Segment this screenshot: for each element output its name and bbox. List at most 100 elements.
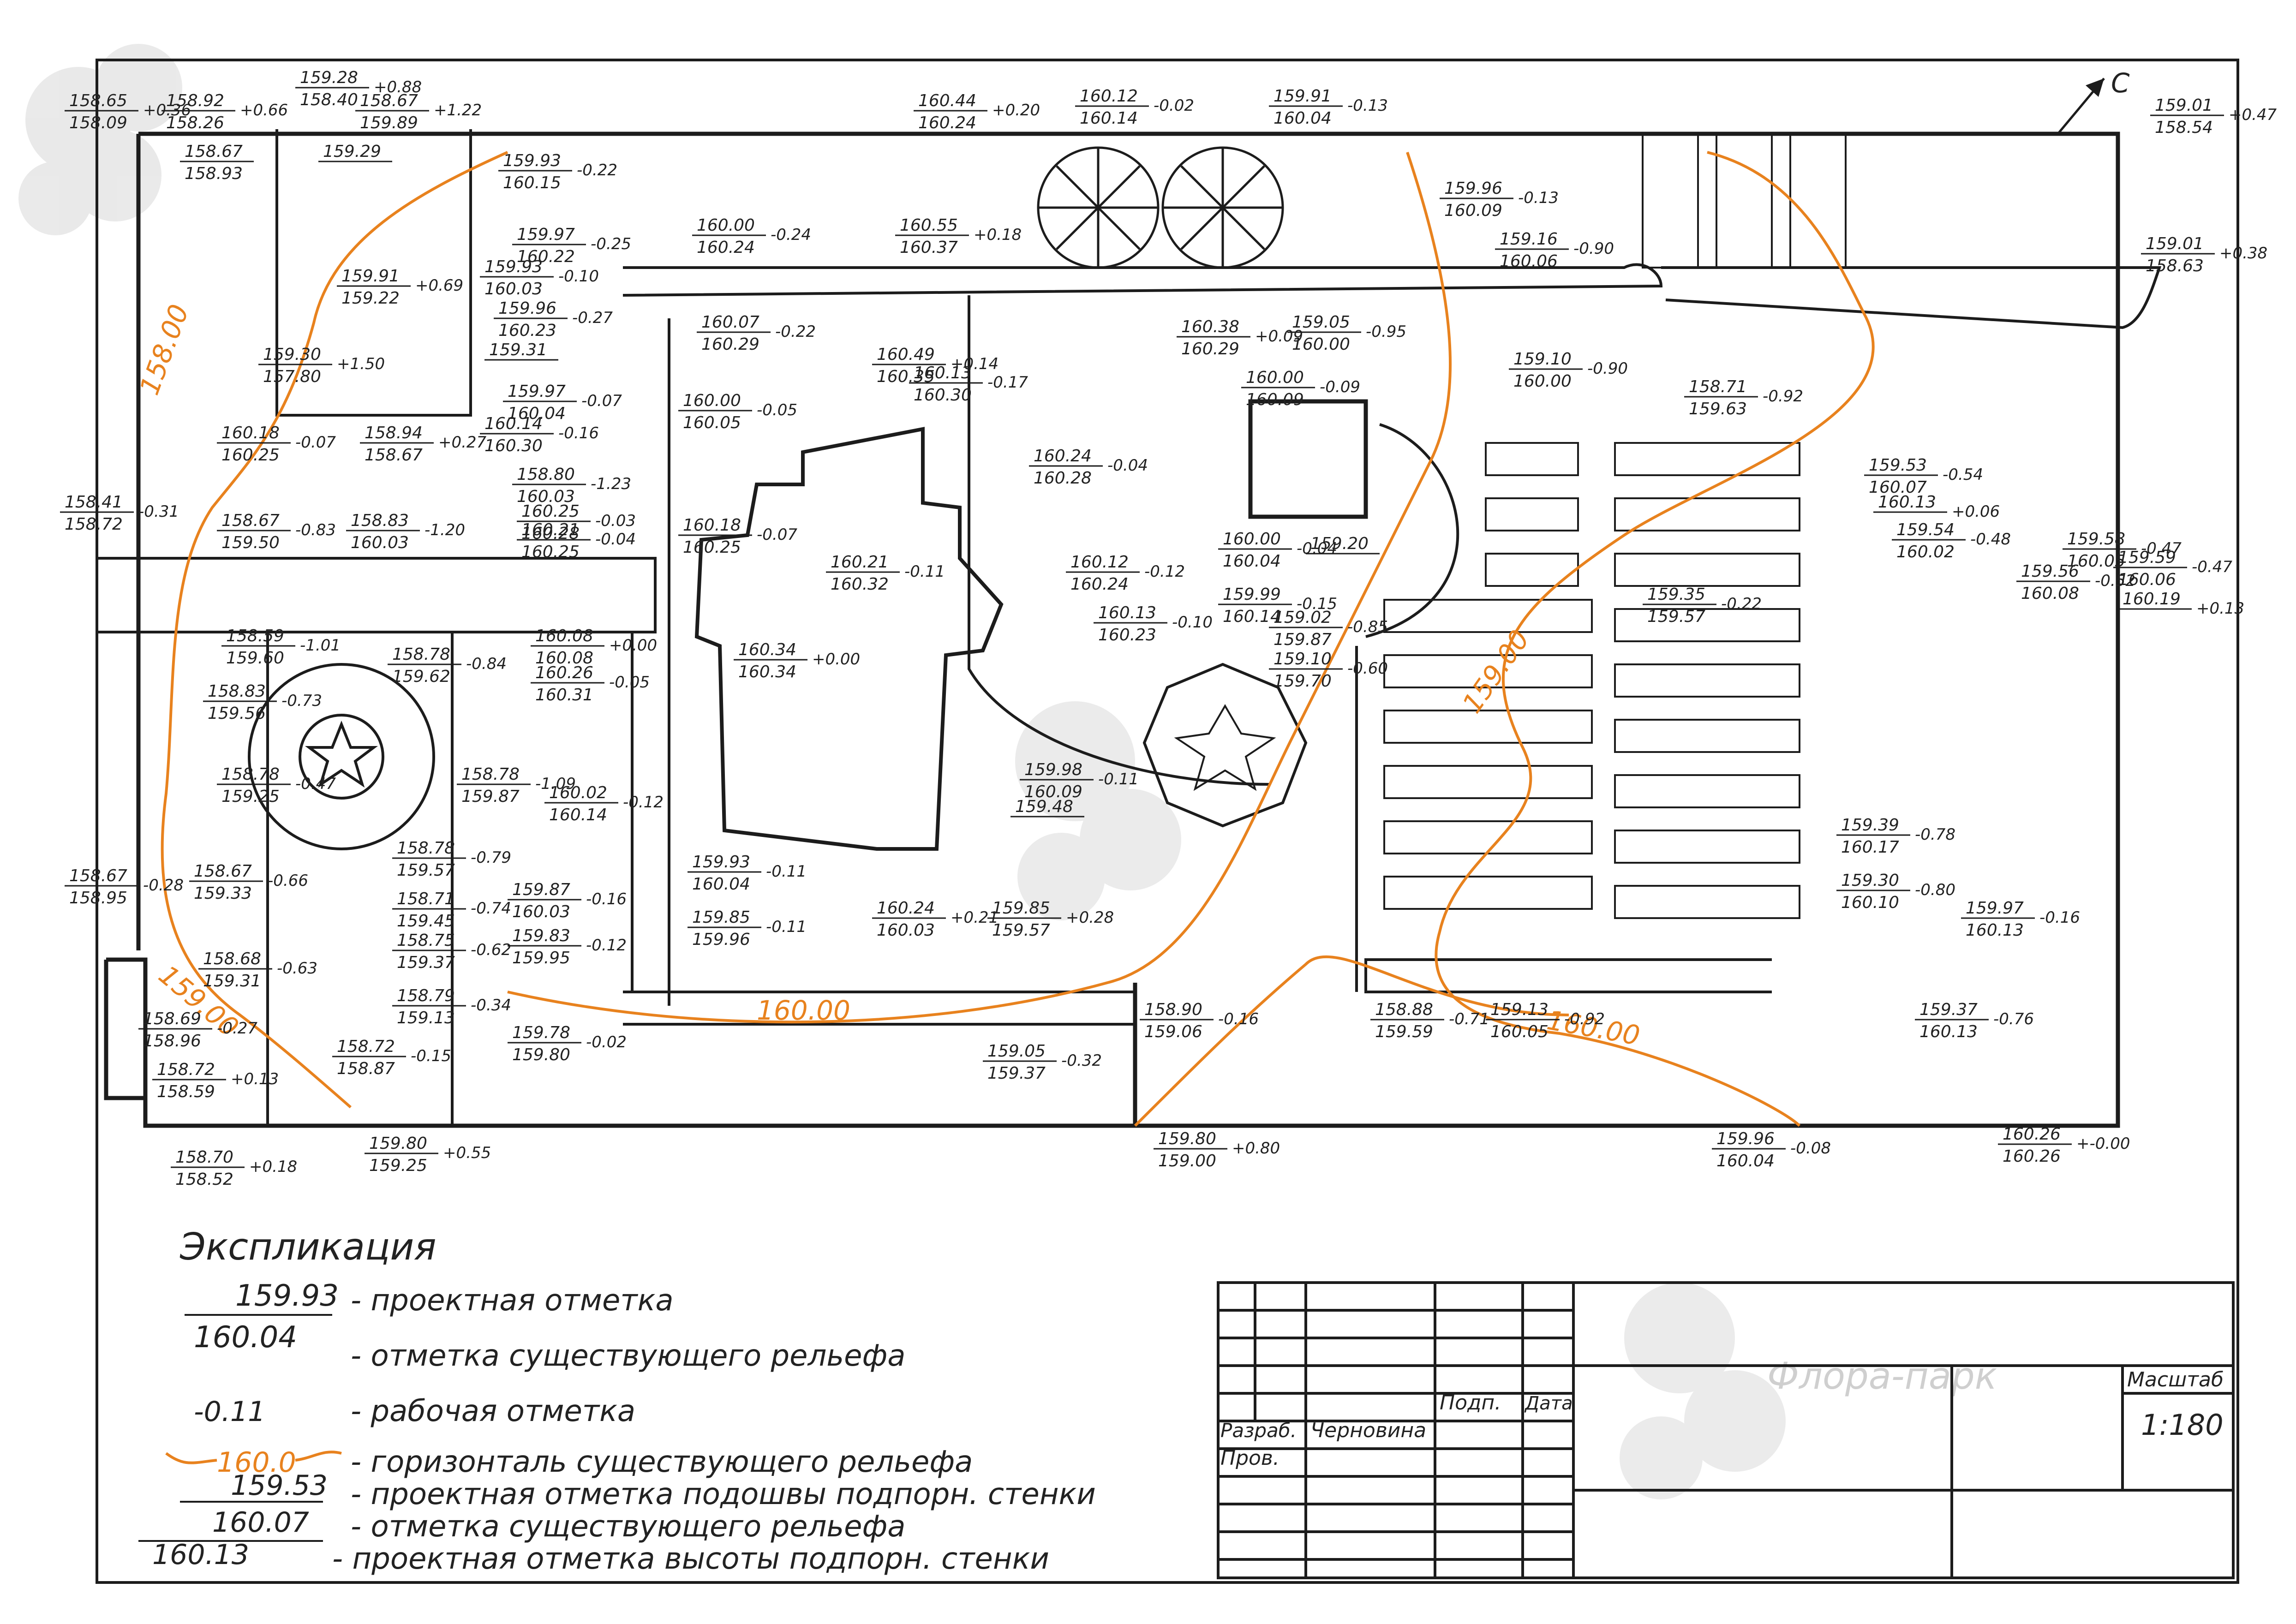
legend-sample: 160.13	[152, 1539, 249, 1571]
north-arrow-icon	[2057, 78, 2105, 135]
working-elevation: -0.05	[757, 401, 797, 419]
working-elevation: -0.90	[1573, 239, 1614, 258]
design-elevation: 159.01	[2155, 96, 2213, 115]
working-elevation: +0.55	[443, 1144, 491, 1162]
legend-item: - проектная отметка подошвы подпорн. сте…	[351, 1477, 1096, 1511]
design-elevation: 159.93	[503, 151, 561, 170]
existing-elevation: 160.29	[1181, 340, 1239, 358]
existing-elevation: 159.62	[392, 667, 450, 686]
design-elevation: 160.00	[683, 391, 741, 410]
design-elevation: 159.13	[1490, 1000, 1549, 1019]
existing-elevation: 160.37	[900, 238, 958, 257]
working-elevation: -0.27	[217, 1019, 257, 1038]
existing-elevation: 159.89	[360, 113, 418, 132]
contour-label: 158.00	[133, 300, 195, 399]
legend-contour-sample	[165, 1451, 342, 1464]
working-elevation: +0.38	[2219, 244, 2267, 263]
working-elevation: -0.07	[295, 433, 336, 452]
working-elevation: -0.78	[1915, 825, 1955, 844]
existing-elevation: 160.10	[1841, 893, 1899, 912]
existing-elevation: 160.28	[1034, 469, 1092, 488]
design-elevation: 159.37	[1919, 1000, 1978, 1019]
existing-elevation: 160.05	[1490, 1022, 1549, 1041]
existing-elevation: 159.22	[341, 289, 400, 308]
working-elevation: -0.85	[1347, 618, 1388, 636]
star-icon	[1174, 704, 1276, 791]
design-elevation: 158.67	[69, 866, 127, 885]
existing-elevation: 160.14	[549, 806, 607, 824]
working-elevation: +0.18	[249, 1158, 297, 1176]
design-elevation: 160.21	[831, 553, 889, 572]
design-elevation: 159.83	[512, 926, 570, 945]
design-elevation: 160.24	[1034, 447, 1092, 466]
design-elevation: 160.21	[521, 520, 580, 539]
working-elevation: -0.84	[466, 655, 507, 673]
design-elevation: 159.10	[1513, 350, 1572, 369]
house	[694, 427, 1004, 851]
design-elevation: 159.31	[489, 340, 547, 359]
existing-elevation: 159.59	[1375, 1022, 1433, 1041]
existing-elevation: 159.60	[226, 649, 284, 668]
design-elevation: 159.93	[692, 853, 750, 872]
existing-elevation: 160.06	[1500, 252, 1558, 271]
existing-elevation: 160.15	[503, 173, 561, 192]
working-elevation: +0.00	[812, 650, 860, 669]
existing-elevation: 159.37	[987, 1064, 1046, 1083]
design-elevation: 159.97	[1966, 899, 2024, 918]
working-elevation: -0.09	[1320, 378, 1360, 396]
existing-elevation: 159.06	[1144, 1022, 1202, 1041]
existing-elevation: 160.23	[498, 321, 556, 340]
working-elevation: -0.66	[268, 872, 308, 890]
umbrella-icon	[1037, 146, 1284, 269]
existing-elevation: 160.09	[1024, 782, 1082, 801]
existing-elevation: 159.50	[221, 533, 280, 552]
design-elevation: 159.48	[1015, 797, 1073, 816]
design-elevation: 159.87	[512, 880, 570, 899]
title-block	[1217, 1281, 2235, 1579]
design-elevation: 158.68	[203, 949, 261, 968]
design-elevation: 159.80	[369, 1134, 427, 1153]
existing-elevation: 159.56	[208, 704, 266, 723]
existing-elevation: 158.40	[300, 90, 358, 109]
sheet-frame	[96, 59, 2239, 1584]
working-elevation: +0.13	[2196, 599, 2244, 618]
existing-elevation: 160.29	[701, 335, 759, 354]
existing-elevation: 159.80	[512, 1045, 570, 1064]
working-elevation: -0.62	[471, 941, 511, 959]
design-elevation: 158.78	[221, 765, 280, 784]
existing-elevation: 160.13	[1966, 921, 2024, 940]
existing-elevation: 160.23	[1098, 626, 1156, 645]
design-elevation: 159.97	[517, 225, 575, 244]
watermark-logo-bottom	[1620, 1283, 1786, 1499]
existing-elevation: 160.03	[512, 902, 570, 921]
working-elevation: -0.16	[558, 424, 599, 442]
working-elevation: -1.09	[535, 775, 576, 793]
existing-elevation: 159.57	[397, 861, 455, 880]
legend-sample: 160.07	[212, 1506, 309, 1539]
existing-elevation: 160.08	[2021, 584, 2079, 603]
working-elevation: -0.92	[1763, 387, 1803, 406]
design-elevation: 160.00	[697, 216, 755, 235]
existing-elevation: 160.34	[738, 663, 796, 681]
legend-item: - отметка существующего рельефа	[351, 1339, 905, 1373]
existing-elevation: 158.09	[69, 113, 127, 132]
